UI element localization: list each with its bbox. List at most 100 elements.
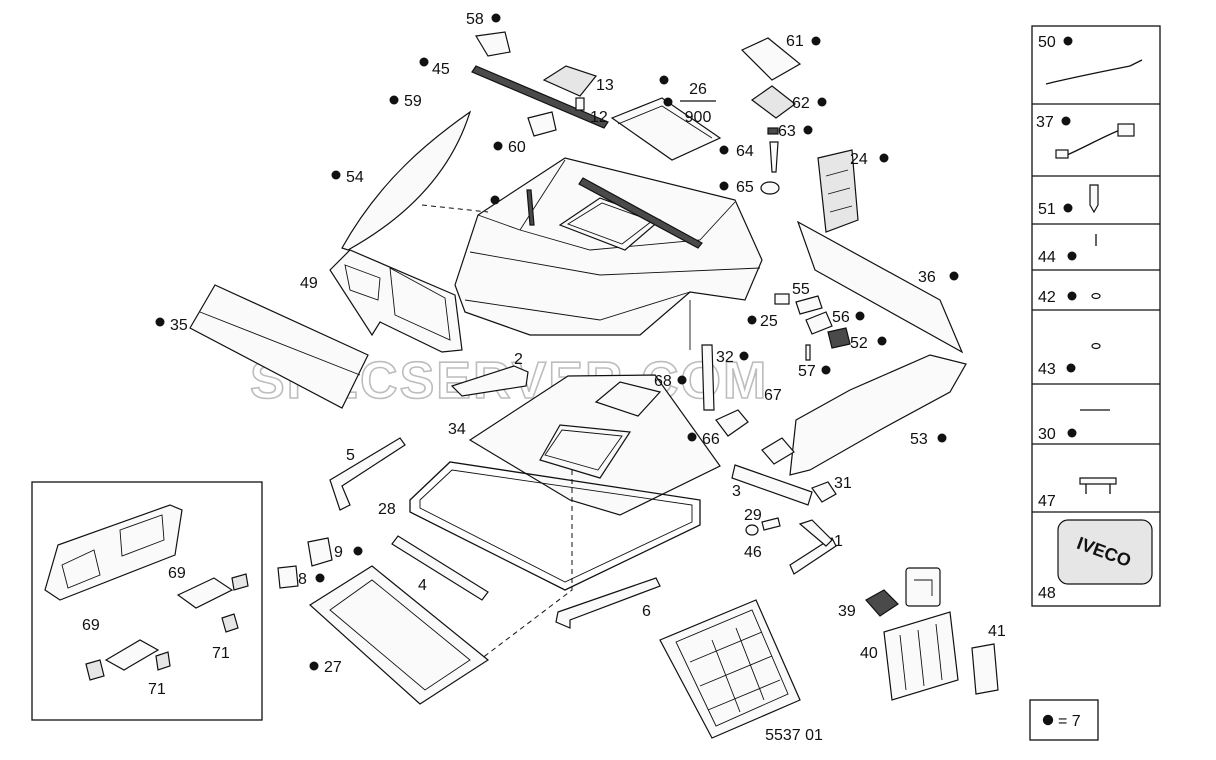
clip-parts — [527, 65, 598, 137]
callout-32: 32 — [716, 349, 734, 366]
callout-66: 66 — [702, 431, 720, 448]
bracket-5 — [329, 437, 406, 511]
callout-4: 4 — [418, 577, 427, 594]
legend-box — [1029, 699, 1099, 741]
drawing-number: 5537 01 — [765, 727, 823, 744]
legend-text: = 7 — [1058, 713, 1081, 730]
rail-strip — [471, 31, 609, 129]
callout-12: 12 — [590, 109, 608, 126]
inset-box — [31, 481, 263, 721]
callout-65: 65 — [736, 179, 754, 196]
bracket-1 — [789, 519, 837, 575]
callout-54: 54 — [346, 169, 364, 186]
callout-60: 60 — [508, 139, 526, 156]
callout-5: 5 — [346, 447, 355, 464]
callout-63: 63 — [778, 123, 796, 140]
callout-9: 9 — [334, 544, 343, 561]
callout-55: 55 — [792, 281, 810, 298]
callout-29: 29 — [744, 507, 762, 524]
bracket-2 — [450, 365, 529, 397]
bracket-parts — [740, 37, 802, 195]
callout-57: 57 — [798, 363, 816, 380]
callout-69-upper: 69 — [168, 565, 186, 582]
side-deflector-right — [796, 220, 964, 354]
callout-61: 61 — [786, 33, 804, 50]
legend-dot — [1042, 714, 1054, 726]
callout-62: 62 — [792, 95, 810, 112]
plugs — [277, 537, 333, 589]
inset-drawings — [44, 504, 249, 681]
callout-49: 49 — [300, 275, 318, 292]
callout-25: 25 — [760, 313, 778, 330]
callout-52: 52 — [850, 335, 868, 352]
callout-6: 6 — [642, 603, 651, 620]
callout-35: 35 — [170, 317, 188, 334]
callout-40: 40 — [860, 645, 878, 662]
front-panel-left — [189, 284, 369, 409]
panel-label-48: 48 — [1038, 585, 1056, 602]
callout-28: 28 — [378, 501, 396, 518]
callout-39: 39 — [838, 603, 856, 620]
side-panel-parts — [1045, 59, 1143, 494]
side-panel-labels: 50 37 51 44 42 43 30 47 48 — [1036, 34, 1056, 602]
callout-58: 58 — [466, 11, 484, 28]
grille-tray — [659, 599, 801, 739]
callout-34: 34 — [448, 421, 466, 438]
callout-13: 13 — [596, 77, 614, 94]
side-panel — [1031, 25, 1161, 607]
side-deflector-left — [341, 110, 489, 251]
panel-label-50: 50 — [1038, 34, 1056, 51]
side-deflector-lower — [789, 354, 967, 476]
panel-label-47: 47 — [1038, 493, 1056, 510]
fraction-bottom: 900 — [685, 109, 712, 126]
roof-shell — [454, 157, 763, 336]
clip-31 — [811, 481, 837, 503]
callout-24: 24 — [850, 151, 868, 168]
callout-31: 31 — [834, 475, 852, 492]
panel-label-43: 43 — [1038, 361, 1056, 378]
side-panel-dividers — [1032, 103, 1160, 513]
callout-27: 27 — [324, 659, 342, 676]
callout-64: 64 — [736, 143, 754, 160]
screw-washer — [745, 517, 781, 536]
strip-6 — [555, 577, 661, 629]
panel-label-42: 42 — [1038, 289, 1056, 306]
marker-dots — [155, 13, 1077, 671]
callout-45: 45 — [432, 61, 450, 78]
vent-panel — [817, 149, 859, 233]
switch-39 — [865, 567, 941, 617]
callout-53: 53 — [910, 431, 928, 448]
callout-71-right: 71 — [212, 645, 230, 662]
fraction-top: 26 — [689, 81, 707, 98]
callout-68: 68 — [654, 373, 672, 390]
callout-8: 8 — [298, 571, 307, 588]
vertical-strip — [689, 300, 715, 411]
panel-label-37: 37 — [1036, 114, 1054, 131]
gasket-frame — [409, 461, 701, 591]
callout-69-lower: 69 — [82, 617, 100, 634]
inner-roof-panel — [439, 374, 721, 691]
console-frame — [329, 249, 463, 353]
small-switches — [774, 293, 851, 361]
storage-box-40 — [883, 611, 959, 701]
hatch-cover — [610, 97, 722, 161]
battery-41 — [971, 643, 999, 695]
callout-2: 2 — [514, 351, 523, 368]
panel-label-51: 51 — [1038, 201, 1056, 218]
tray-27 — [309, 565, 490, 705]
strip-4 — [391, 535, 489, 601]
lamp-pair — [715, 409, 795, 465]
iveco-badge: IVECO — [1057, 519, 1153, 585]
bracket-3 — [731, 464, 813, 506]
callout-36: 36 — [918, 269, 936, 286]
callout-1: 1 — [834, 533, 843, 550]
callout-3: 3 — [732, 483, 741, 500]
callout-71-lower: 71 — [148, 681, 166, 698]
callout-labels: 58 45 59 13 12 60 54 61 62 63 64 65 24 4… — [82, 11, 1006, 698]
callout-46: 46 — [744, 544, 762, 561]
callout-67: 67 — [764, 387, 782, 404]
callout-59: 59 — [404, 93, 422, 110]
panel-label-30: 30 — [1038, 426, 1056, 443]
